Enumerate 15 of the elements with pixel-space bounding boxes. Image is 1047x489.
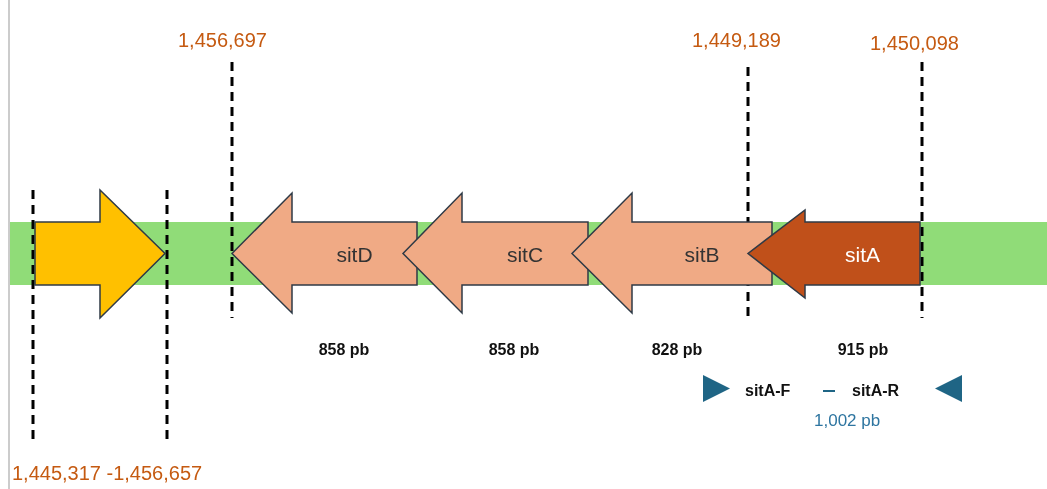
coordinate-label: 1,450,098 — [870, 33, 959, 53]
gene-name: sitB — [684, 243, 720, 264]
gene-length-label: 858 pb — [318, 342, 370, 358]
gene-length-label: 828 pb — [651, 342, 703, 358]
gene-length-label: 915 pb — [837, 342, 889, 358]
primer-label: sitA-R — [852, 383, 900, 399]
gene-length-label: 858 pb — [488, 342, 540, 358]
gene-name: sitA — [845, 243, 880, 264]
gene-name: sitD — [336, 243, 373, 264]
primer-label: sitA-F — [745, 383, 791, 399]
coordinate-label: 1,456,697 — [178, 30, 267, 50]
coordinate-label: 1,449,189 — [692, 30, 781, 50]
coordinate-label: 1,445,317 -1,456,657 — [12, 463, 203, 483]
gene-name: sitC — [506, 243, 544, 264]
amplicon-size-label: 1,002 pb — [814, 412, 881, 429]
